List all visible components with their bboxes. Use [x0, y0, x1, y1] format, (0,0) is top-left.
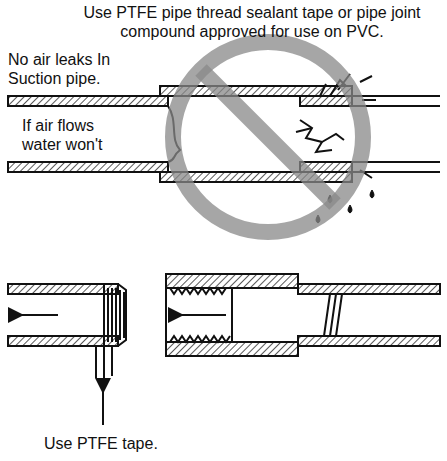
good-joint: [8, 274, 440, 425]
heading: Use PTFE pipe thread sealant tape or pip…: [60, 3, 444, 41]
note-label: If air flows water won't: [20, 116, 136, 154]
note-label: Use PTFE tape.: [44, 434, 158, 453]
note-label: No air leaks In Suction pipe.: [6, 50, 138, 88]
